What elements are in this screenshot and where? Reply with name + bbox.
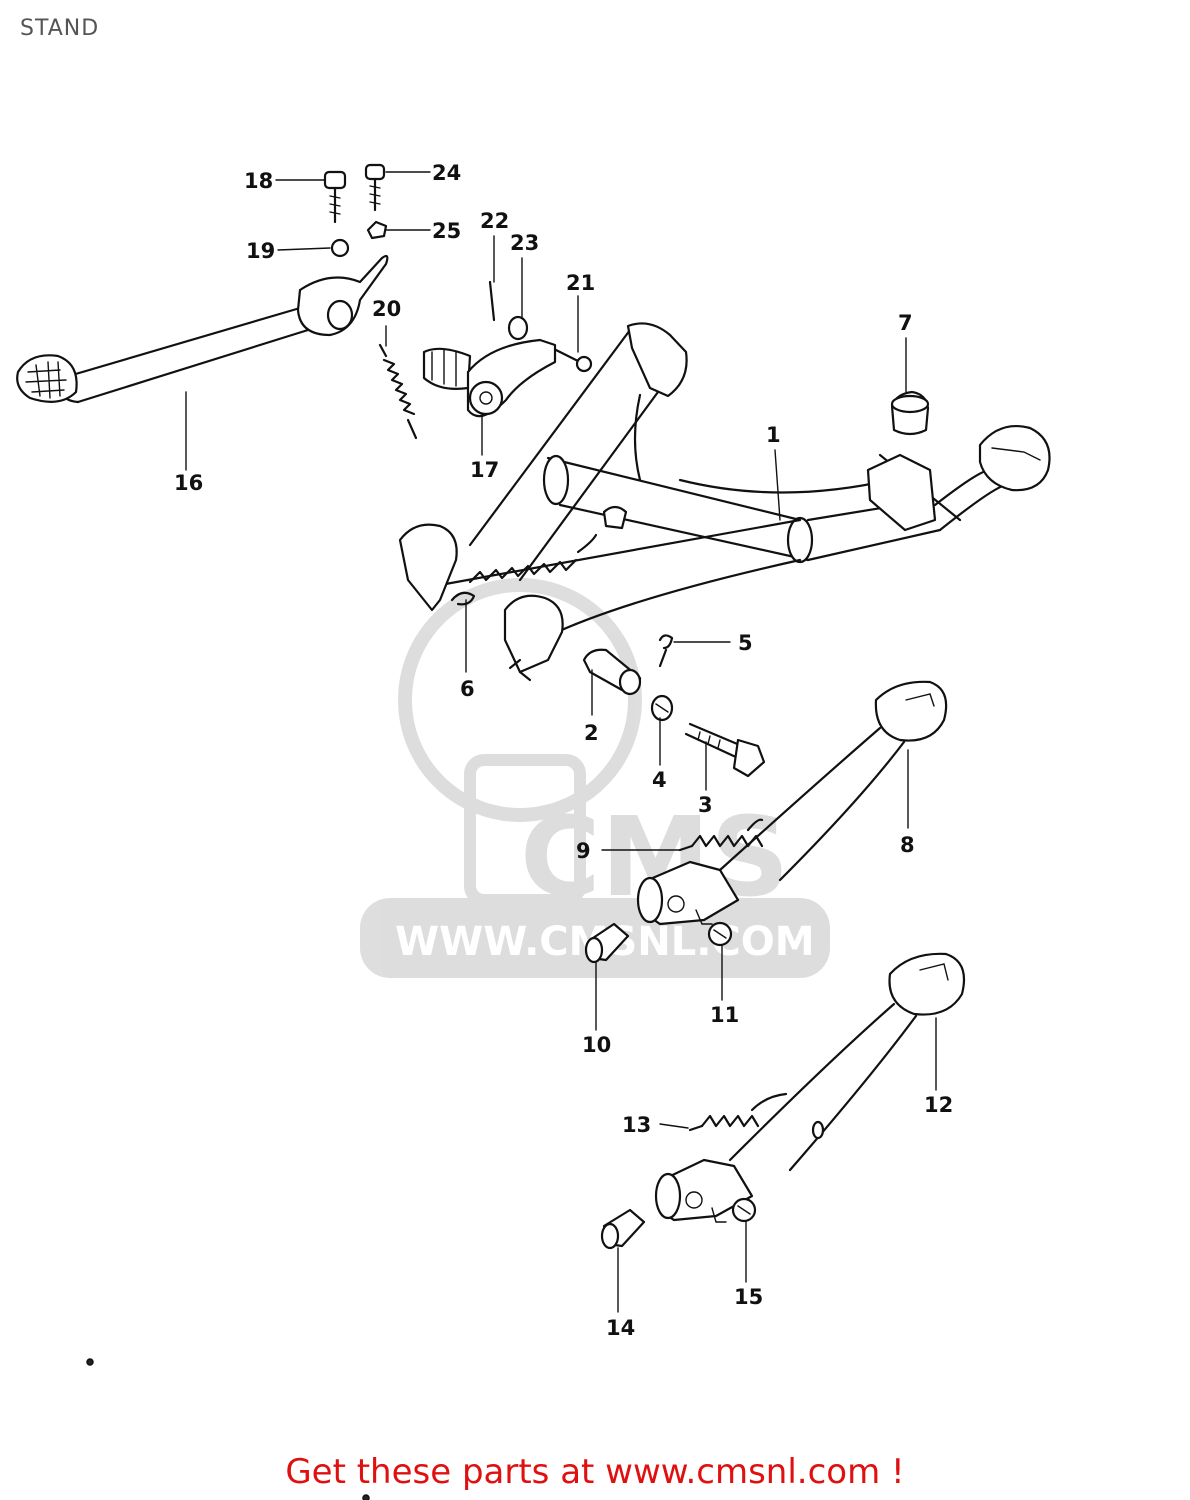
callout-2: 2 [584,721,599,745]
part-22-pin [488,280,496,322]
part-23-washer [507,315,529,341]
part-12-side-stand [654,952,966,1223]
callout-8: 8 [900,833,915,857]
callout-21: 21 [566,271,595,295]
part-24-bolt [364,163,386,212]
callout-14: 14 [606,1316,635,1340]
callout-1: 1 [766,423,781,447]
part-2-bushing [582,648,642,696]
part-15-nut [731,1197,757,1223]
callout-labels: 1 2 3 4 5 6 7 8 9 10 11 12 13 14 15 16 1… [174,161,953,1340]
part-5-clip [658,634,674,668]
part-20-spring [378,343,418,440]
footer-link[interactable]: Get these parts at www.cmsnl.com ! [285,1452,905,1492]
callout-23: 23 [510,231,539,255]
callout-9: 9 [576,839,591,863]
part-19-nut [330,238,350,258]
leader-lines [185,171,937,1313]
callout-24: 24 [432,161,461,185]
part-10-bolt [584,922,630,964]
callout-15: 15 [734,1285,763,1309]
watermark-logo: CMS WWW.CMSNL.COM [360,578,830,978]
callout-3: 3 [698,793,713,817]
part-16-pedal-arm [16,254,389,404]
callout-25: 25 [432,219,461,243]
callout-4: 4 [652,768,667,792]
part-4-washer [650,694,674,722]
callout-12: 12 [924,1093,953,1117]
part-8-side-stand [636,680,948,926]
part-25-nut [366,220,388,240]
part-13-spring [688,1092,788,1132]
part-21-bolt [554,348,593,373]
callout-7: 7 [898,311,913,335]
callout-5: 5 [738,631,753,655]
part-1-main-stand [398,322,1051,682]
part-18-bolt [323,170,347,224]
page-title: STAND [20,16,100,41]
part-9-spring [678,818,764,852]
callout-18: 18 [244,169,273,193]
callout-17: 17 [470,458,499,482]
part-6-clip [450,591,476,606]
callout-11: 11 [710,1003,739,1027]
part-3-bolt [684,722,766,778]
callout-6: 6 [460,677,475,701]
part-7-cap [890,390,930,436]
callout-10: 10 [582,1033,611,1057]
callout-16: 16 [174,471,203,495]
part-11-nut [707,921,733,947]
callout-20: 20 [372,297,401,321]
callout-13: 13 [622,1113,651,1137]
callout-19: 19 [246,239,275,263]
callout-22: 22 [480,209,509,233]
part-17-bracket [422,338,557,418]
part-14-bolt [600,1208,646,1250]
